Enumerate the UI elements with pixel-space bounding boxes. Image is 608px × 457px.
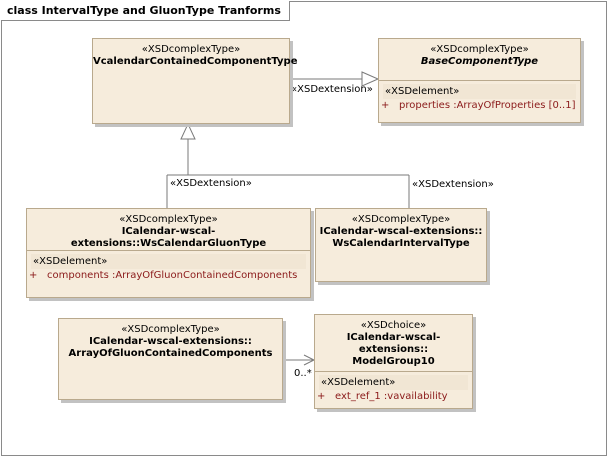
stereotype: «XSDcomplexType» xyxy=(121,324,220,335)
attribute-section: «XSDelement» + components :ArrayOfGluonCo… xyxy=(27,250,310,283)
visibility-marker: + xyxy=(317,391,326,402)
visibility-marker: + xyxy=(29,270,38,281)
stereotype: «XSDcomplexType» xyxy=(119,214,218,225)
attribute-row: + properties :ArrayOfProperties [0..1] xyxy=(379,99,580,113)
stereotype: «XSDchoice» xyxy=(360,320,427,331)
class-name: BaseComponentType xyxy=(420,56,539,67)
attribute-section: «XSDelement» + properties :ArrayOfPropert… xyxy=(379,80,580,113)
class-vcalendar-contained-component-type[interactable]: «XSDcomplexType» VcalendarContainedCompo… xyxy=(92,38,298,124)
attribute-section: «XSDelement» + ext_ref_1 :vavailability xyxy=(315,371,472,404)
class-ws-calendar-gluon-type[interactable]: «XSDcomplexType» ICalendar-wscal-extensi… xyxy=(26,208,311,298)
generalization-arrowhead-base xyxy=(361,71,380,87)
section-stereotype: «XSDelement» xyxy=(319,375,468,390)
label-ext-interval: «XSDextension» xyxy=(412,179,494,190)
attribute-row: + ext_ref_1 :vavailability xyxy=(315,390,472,404)
class-ws-calendar-interval-type[interactable]: «XSDcomplexType» ICalendar-wscal-extensi… xyxy=(315,208,487,282)
diagram-title: class IntervalType and GluonType Tranfor… xyxy=(1,1,290,21)
stereotype: «XSDcomplexType» xyxy=(430,44,529,55)
attribute-text: properties :ArrayOfProperties [0..1] xyxy=(399,100,576,111)
class-name-line2: ModelGroup10 xyxy=(352,356,435,367)
attribute-text: components :ArrayOfGluonContainedCompone… xyxy=(47,270,298,281)
class-name-line2: WsCalendarIntervalType xyxy=(332,238,470,249)
attribute-row: + components :ArrayOfGluonContainedCompon… xyxy=(27,269,310,283)
class-name-line2: ArrayOfGluonContainedComponents xyxy=(68,348,273,359)
class-name-line1: ICalendar-wscal-extensions:: xyxy=(89,336,252,347)
section-stereotype: «XSDelement» xyxy=(383,84,576,99)
class-base-component-type[interactable]: «XSDcomplexType» BaseComponentType «XSDe… xyxy=(378,38,581,123)
class-model-group-10[interactable]: «XSDchoice» ICalendar-wscal-extensions::… xyxy=(314,314,473,409)
class-name-line1: ICalendar-wscal-extensions:: xyxy=(319,226,483,237)
stereotype: «XSDcomplexType» xyxy=(141,44,241,55)
section-stereotype: «XSDelement» xyxy=(31,254,306,269)
label-ext-base: «XSDextension» xyxy=(291,84,373,95)
generalization-arrowhead-vcal xyxy=(180,122,196,140)
stereotype: «XSDcomplexType» xyxy=(351,214,451,225)
attribute-text: ext_ref_1 :vavailability xyxy=(335,391,448,402)
class-name-line1: ICalendar-wscal-extensions:: xyxy=(346,332,441,355)
class-name: ICalendar-wscal-extensions::WsCalendarGl… xyxy=(70,226,267,249)
class-array-of-gluon-contained-components[interactable]: «XSDcomplexType» ICalendar-wscal-extensi… xyxy=(58,318,283,400)
visibility-marker: + xyxy=(381,100,390,111)
class-name: VcalendarContainedComponentType xyxy=(93,56,298,67)
label-ext-gluon: «XSDextension» xyxy=(170,178,252,189)
label-multiplicity: 0..* xyxy=(294,368,312,379)
